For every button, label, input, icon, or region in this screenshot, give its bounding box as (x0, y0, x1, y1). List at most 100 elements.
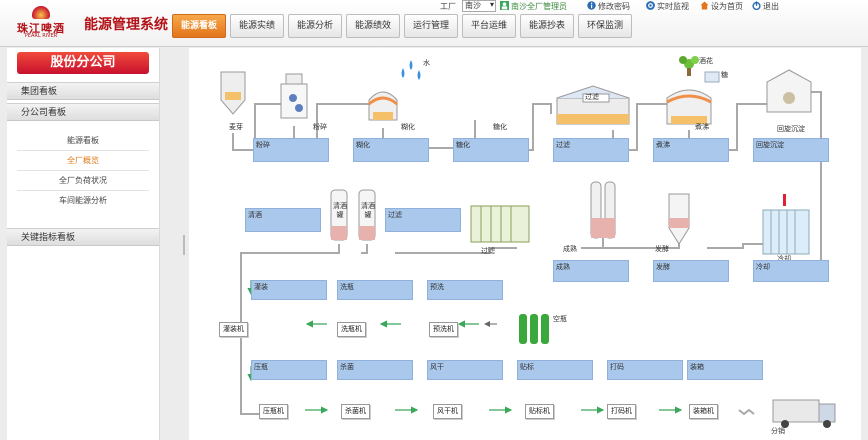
label-bright-tank-1: 清酒罐 (333, 202, 347, 219)
empty-bottles-icon (519, 314, 549, 344)
energy-box-sterilize[interactable]: 杀菌 (337, 360, 413, 380)
process-bottle-washer[interactable]: 洗瓶机 (337, 322, 366, 337)
maturation-tanks (590, 181, 616, 239)
lauter-tun (556, 85, 630, 125)
energy-box-air-dry[interactable]: 风干 (427, 360, 503, 380)
logo-english-name: PEARL RIVER (24, 33, 58, 39)
energy-box-cool[interactable]: 冷却 (753, 260, 829, 282)
process-flow-diagram (220, 56, 836, 428)
pipeline (232, 91, 822, 416)
fermentation-tank (668, 193, 690, 245)
energy-box-crush[interactable]: 粉碎 (253, 138, 329, 162)
cooler (762, 194, 810, 255)
water-drops (401, 60, 421, 80)
label-lauter: 过滤 (585, 93, 599, 101)
system-title: 能源管理系统 (84, 17, 168, 33)
energy-box-mature[interactable]: 成熟 (553, 260, 629, 282)
sugar-icon (704, 71, 720, 83)
plate-filter (470, 205, 530, 243)
label-bright-tank-2: 清酒罐 (361, 202, 375, 219)
factory-label: 工厂 (440, 2, 456, 11)
sidebar-brand-banner: 股份分公司 (17, 52, 149, 74)
hops-icon (679, 56, 699, 76)
mash-cooker (368, 91, 398, 121)
process-filling-machine[interactable]: 灌装机 (219, 322, 248, 337)
nav-operation-management[interactable]: 运行管理 (404, 14, 458, 38)
change-password-link[interactable]: 修改密码 (598, 2, 630, 11)
sidebar: 股份分公司 集团看板 分公司看板 能源看板 全厂概览 全厂负荷状况 车间能源分析… (7, 48, 160, 440)
nav-energy-results[interactable]: 能源实绩 (230, 14, 284, 38)
info-icon (587, 1, 596, 10)
home-icon (700, 1, 709, 10)
sidebar-item-plant-load[interactable]: 全厂负荷状况 (59, 176, 107, 185)
label-malt: 麦芽 (229, 123, 243, 131)
sidebar-item-workshop-analysis[interactable]: 车间能源分析 (59, 196, 107, 205)
set-homepage-link[interactable]: 设为首页 (711, 2, 743, 11)
divider (17, 190, 149, 191)
process-prewasher[interactable]: 预洗机 (429, 322, 458, 337)
label-whirlpool: 回旋沉淀 (777, 125, 805, 133)
energy-box-packing[interactable]: 装箱 (687, 360, 763, 380)
nav-meter-reading[interactable]: 能源抄表 (520, 14, 574, 38)
energy-box-filling[interactable]: 灌装 (251, 280, 327, 300)
process-air-dryer[interactable]: 风干机 (433, 404, 462, 419)
label-sugar: 糖 (721, 71, 728, 79)
crusher (280, 73, 308, 119)
label-boil: 煮沸 (695, 123, 709, 131)
top-bar: 珠江啤酒 PEARL RIVER 能源管理系统 工厂 南沙 南沙全厂管理员 修改… (0, 0, 868, 47)
divider (17, 150, 149, 151)
gear-icon (646, 1, 655, 10)
label-mash2: 糖化 (493, 123, 507, 131)
label-cool: 冷却 (777, 255, 791, 263)
energy-box-ferment[interactable]: 发酵 (653, 260, 729, 282)
energy-box-capping[interactable]: 压瓶 (251, 360, 327, 380)
energy-box-prewash[interactable]: 预洗 (427, 280, 503, 300)
delivery-truck-icon (772, 399, 836, 428)
energy-box-whirlpool[interactable]: 回旋沉淀 (753, 138, 829, 162)
energy-box-mash1[interactable]: 糊化 (353, 138, 429, 162)
current-user: 南沙全厂管理员 (511, 2, 567, 11)
nav-energy-board[interactable]: 能源看板 (172, 14, 226, 38)
process-sterilizer[interactable]: 杀菌机 (341, 404, 370, 419)
nav-energy-analysis[interactable]: 能源分析 (288, 14, 342, 38)
process-packer[interactable]: 装箱机 (689, 404, 718, 419)
user-icon (500, 1, 509, 10)
label-empty-bottles: 空瓶 (553, 315, 567, 323)
label-mature: 成熟 (563, 245, 577, 253)
energy-box-labeling[interactable]: 贴标 (517, 360, 593, 380)
sidebar-item-energy-board[interactable]: 能源看板 (67, 136, 99, 145)
energy-box-coding[interactable]: 打码 (607, 360, 683, 380)
sidebar-group-group-board[interactable]: 集团看板 (7, 82, 159, 100)
label-ferment: 发酵 (655, 245, 669, 253)
label-mash1: 糊化 (401, 123, 415, 131)
process-capping-machine[interactable]: 压瓶机 (259, 404, 288, 419)
factory-select[interactable]: 南沙 (462, 0, 496, 12)
malt-hopper (220, 71, 246, 115)
sidebar-group-key-indicators[interactable]: 关键指标看板 (7, 228, 159, 246)
sidebar-group-branch-board[interactable]: 分公司看板 (7, 103, 159, 121)
bright-beer-tanks (330, 189, 376, 241)
realtime-monitor-link[interactable]: 实时监视 (657, 2, 689, 11)
sidebar-item-plant-overview[interactable]: 全厂概览 (67, 156, 99, 165)
nav-energy-performance[interactable]: 能源绩效 (346, 14, 400, 38)
label-distribute: 分销 (771, 427, 785, 435)
label-water: 水 (423, 59, 430, 67)
nav-platform-maintenance[interactable]: 平台运维 (462, 14, 516, 38)
energy-box-bright-beer[interactable]: 清酒 (245, 208, 321, 232)
divider (17, 170, 149, 171)
label-filter: 过滤 (481, 247, 495, 255)
sidebar-splitter[interactable] (183, 235, 185, 255)
energy-box-boil[interactable]: 煮沸 (653, 138, 729, 162)
boil-kettle (666, 89, 712, 125)
process-labeler[interactable]: 贴标机 (525, 404, 554, 419)
energy-box-lauter[interactable]: 过滤 (553, 138, 629, 162)
logout-link[interactable]: 退出 (763, 2, 779, 11)
process-coder[interactable]: 打码机 (607, 404, 636, 419)
nav-environment-monitoring[interactable]: 环保监测 (578, 14, 632, 38)
process-diagram-panel: 麦芽 粉碎 水 糊化 糖化 过滤 酒花 糖 煮沸 回旋沉淀 清酒罐 清酒罐 过滤… (189, 48, 861, 440)
company-logo: 珠江啤酒 PEARL RIVER (6, 6, 76, 40)
whirlpool-tank (766, 69, 812, 113)
energy-box-mash2[interactable]: 糖化 (453, 138, 529, 162)
energy-box-filter[interactable]: 过滤 (385, 208, 461, 232)
energy-box-bottle-wash[interactable]: 洗瓶 (337, 280, 413, 300)
